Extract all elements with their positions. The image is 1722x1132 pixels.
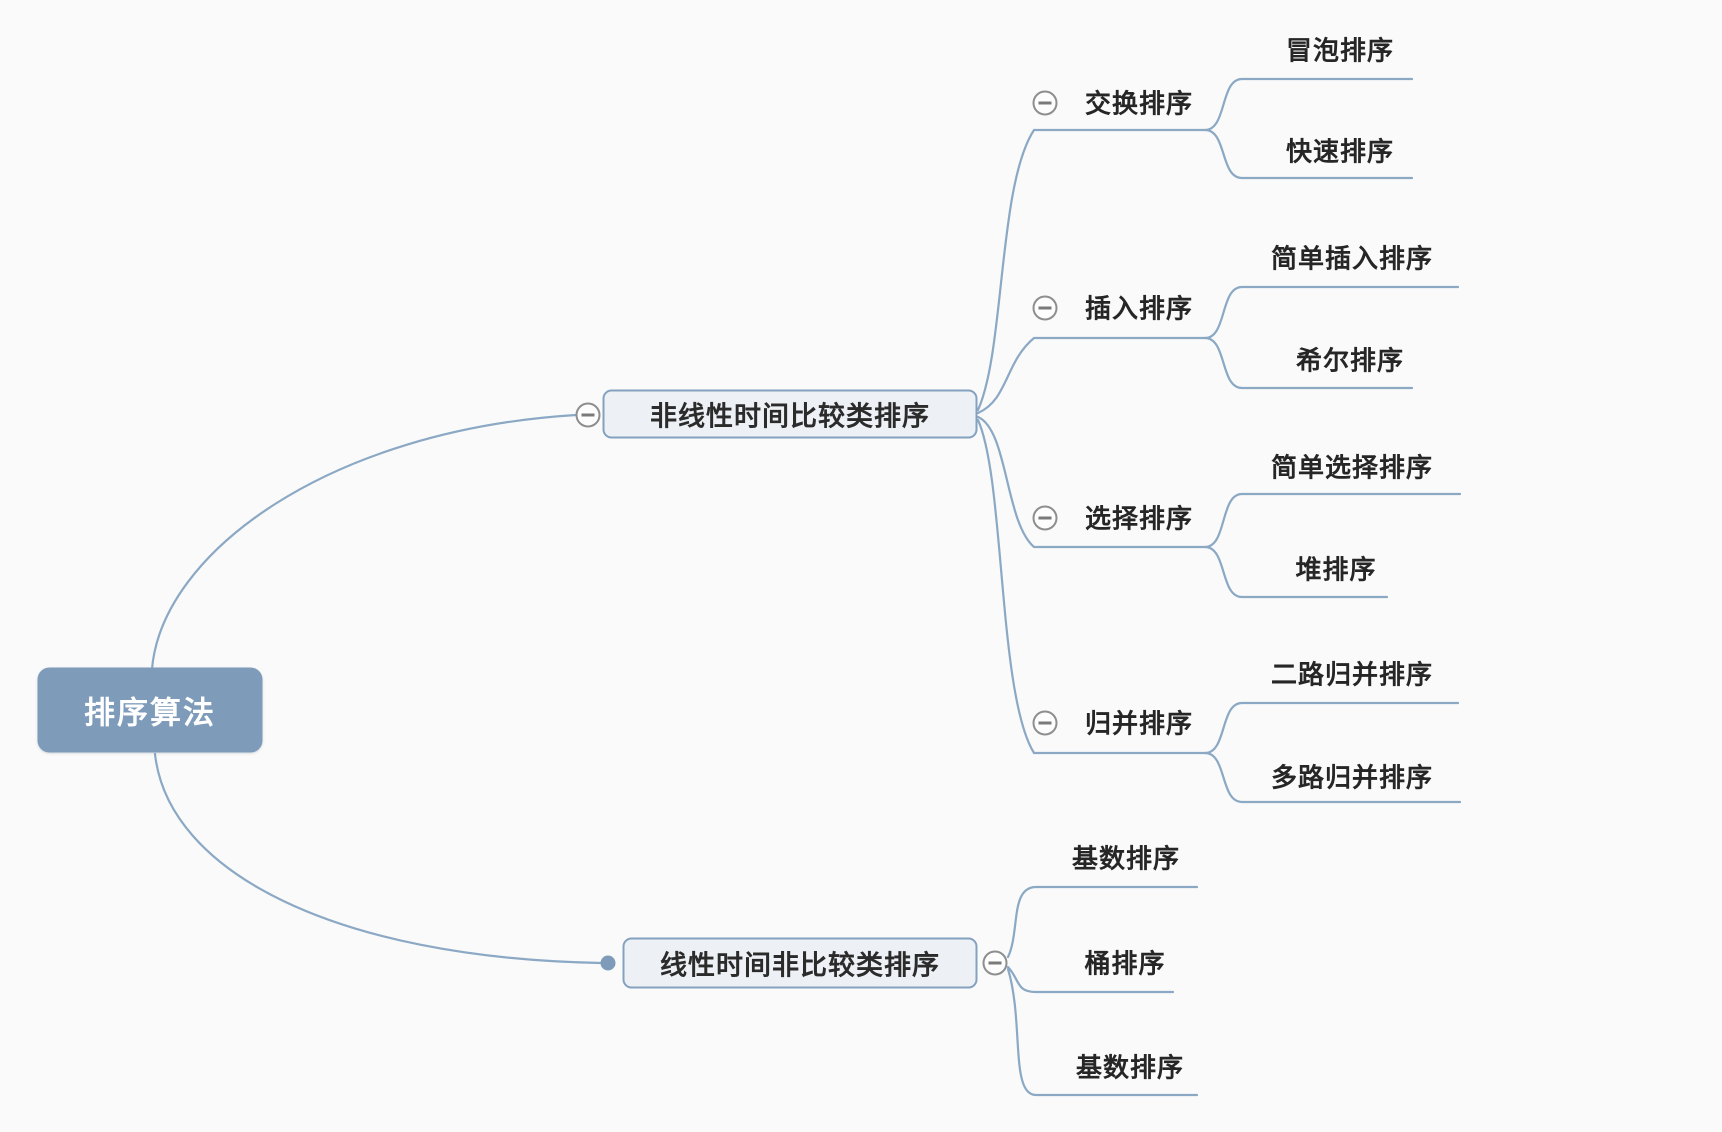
connection-dot bbox=[600, 955, 616, 971]
leaf-topic[interactable]: 简单插入排序 bbox=[1270, 243, 1434, 274]
edge-branch2-radix2 bbox=[1006, 967, 1199, 1097]
collapse-minus-icon[interactable] bbox=[1032, 90, 1058, 116]
branch-node-linear[interactable]: 线性时间非比较类排序 bbox=[622, 937, 978, 989]
branch-node-nonlinear[interactable]: 非线性时间比较类排序 bbox=[602, 389, 978, 439]
edge-leaf bbox=[1203, 285, 1460, 340]
leaf-topic[interactable]: 堆排序 bbox=[1295, 554, 1377, 585]
leaf-topic[interactable]: 多路归并排序 bbox=[1270, 762, 1434, 793]
edge-leaf bbox=[1203, 701, 1460, 755]
leaf-topic[interactable]: 冒泡排序 bbox=[1285, 35, 1395, 66]
edge-root-branch1 bbox=[150, 413, 578, 671]
leaf-topic[interactable]: 基数排序 bbox=[1071, 843, 1181, 874]
edge-branch1-merge bbox=[976, 418, 1207, 755]
collapse-minus-icon[interactable] bbox=[1032, 710, 1058, 736]
leaf-topic[interactable]: 二路归并排序 bbox=[1270, 659, 1434, 690]
collapse-minus-icon[interactable] bbox=[1032, 505, 1058, 531]
collapse-minus-icon[interactable] bbox=[575, 402, 601, 428]
level2-topic[interactable]: 选择排序 bbox=[1084, 503, 1194, 534]
collapse-minus-icon[interactable] bbox=[1032, 295, 1058, 321]
edge-branch1-insert bbox=[976, 336, 1207, 415]
edge-leaf bbox=[1203, 751, 1462, 804]
leaf-topic[interactable]: 基数排序 bbox=[1075, 1052, 1185, 1083]
edge-leaf bbox=[1203, 77, 1414, 132]
level2-topic[interactable]: 交换排序 bbox=[1084, 88, 1194, 119]
leaf-topic[interactable]: 简单选择排序 bbox=[1270, 452, 1434, 483]
level2-topic[interactable]: 归并排序 bbox=[1084, 708, 1194, 739]
edge-branch2-bucket bbox=[1006, 965, 1175, 994]
edge-leaf bbox=[1203, 128, 1414, 180]
edge-branch2-radix1 bbox=[1006, 885, 1199, 959]
edge-leaf bbox=[1203, 545, 1389, 599]
level2-topic[interactable]: 插入排序 bbox=[1084, 293, 1194, 324]
edge-branch1-exchange bbox=[976, 128, 1207, 412]
leaf-topic[interactable]: 快速排序 bbox=[1285, 136, 1395, 167]
edge-branch1-select bbox=[976, 415, 1207, 549]
leaf-topic[interactable]: 桶排序 bbox=[1084, 948, 1166, 979]
root-topic-node[interactable]: 排序算法 bbox=[37, 667, 263, 753]
edge-leaf bbox=[1203, 336, 1414, 390]
collapse-minus-icon[interactable] bbox=[982, 950, 1008, 976]
edge-root-branch2 bbox=[153, 752, 603, 965]
leaf-topic[interactable]: 希尔排序 bbox=[1295, 345, 1405, 376]
edge-leaf bbox=[1203, 492, 1462, 549]
